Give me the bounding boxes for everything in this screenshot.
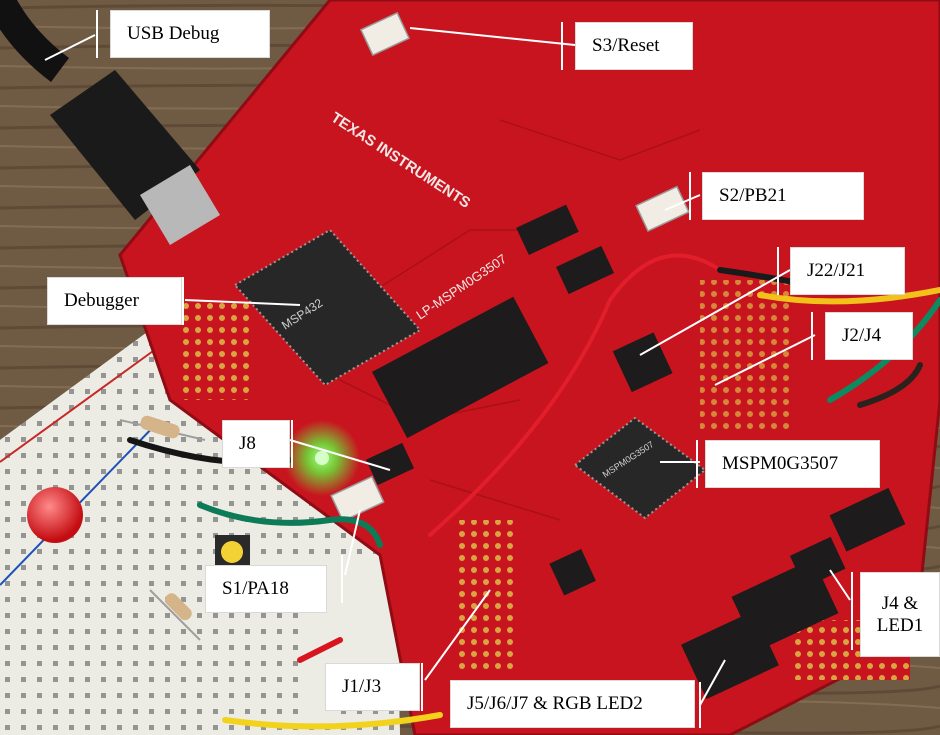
label-s1-pa18: S1/PA18: [205, 565, 327, 613]
label-j4-led1-line1: J4 &: [881, 592, 919, 614]
usb-cable: [0, 0, 220, 245]
label-debugger: Debugger: [47, 277, 182, 325]
label-j2-j4-text: J2/J4: [842, 325, 882, 347]
label-debugger-text: Debugger: [64, 290, 139, 312]
silkscreen-main-chip: MSPM0G3507: [601, 439, 656, 480]
label-j22-j21: J22/J21: [790, 247, 905, 295]
silkscreen-board-name: LP-MSPM0G3507: [413, 251, 509, 322]
label-mspm0g3507: MSPM0G3507: [705, 440, 880, 488]
red-led: [27, 487, 83, 543]
label-usb-debug-text: USB Debug: [127, 23, 220, 45]
label-j22-j21-text: J22/J21: [807, 260, 866, 282]
label-j8-text: J8: [239, 433, 256, 455]
silkscreen-brand: TEXAS INSTRUMENTS: [328, 109, 474, 212]
label-j5-j6-j7-rgb-led2: J5/J6/J7 & RGB LED2: [450, 680, 695, 728]
resistors: [119, 415, 206, 641]
label-s1-pa18-text: S1/PA18: [222, 578, 289, 600]
label-mspm0g3507-text: MSPM0G3507: [722, 453, 839, 475]
label-j8: J8: [222, 420, 290, 468]
label-j1-j3-text: J1/J3: [342, 676, 382, 698]
label-s3-reset-text: S3/Reset: [592, 35, 660, 57]
label-usb-debug: USB Debug: [110, 10, 270, 58]
label-j4-led1: J4 & LED1: [860, 572, 940, 657]
label-s2-pb21-text: S2/PB21: [719, 185, 787, 207]
label-j1-j3: J1/J3: [325, 663, 420, 711]
label-j5-j6-j7-rgb-led2-text: J5/J6/J7 & RGB LED2: [467, 693, 643, 715]
debugger-chip: [233, 228, 422, 387]
mspm0g3507-chip: [573, 416, 707, 520]
label-s3-reset: S3/Reset: [575, 22, 693, 70]
label-j4-led1-line2: LED1: [876, 614, 924, 636]
breadboard-button-cap: [221, 541, 243, 563]
label-j2-j4: J2/J4: [825, 312, 913, 360]
silkscreen-debugger-chip: MSP432: [279, 296, 325, 333]
label-s2-pb21: S2/PB21: [702, 172, 864, 220]
